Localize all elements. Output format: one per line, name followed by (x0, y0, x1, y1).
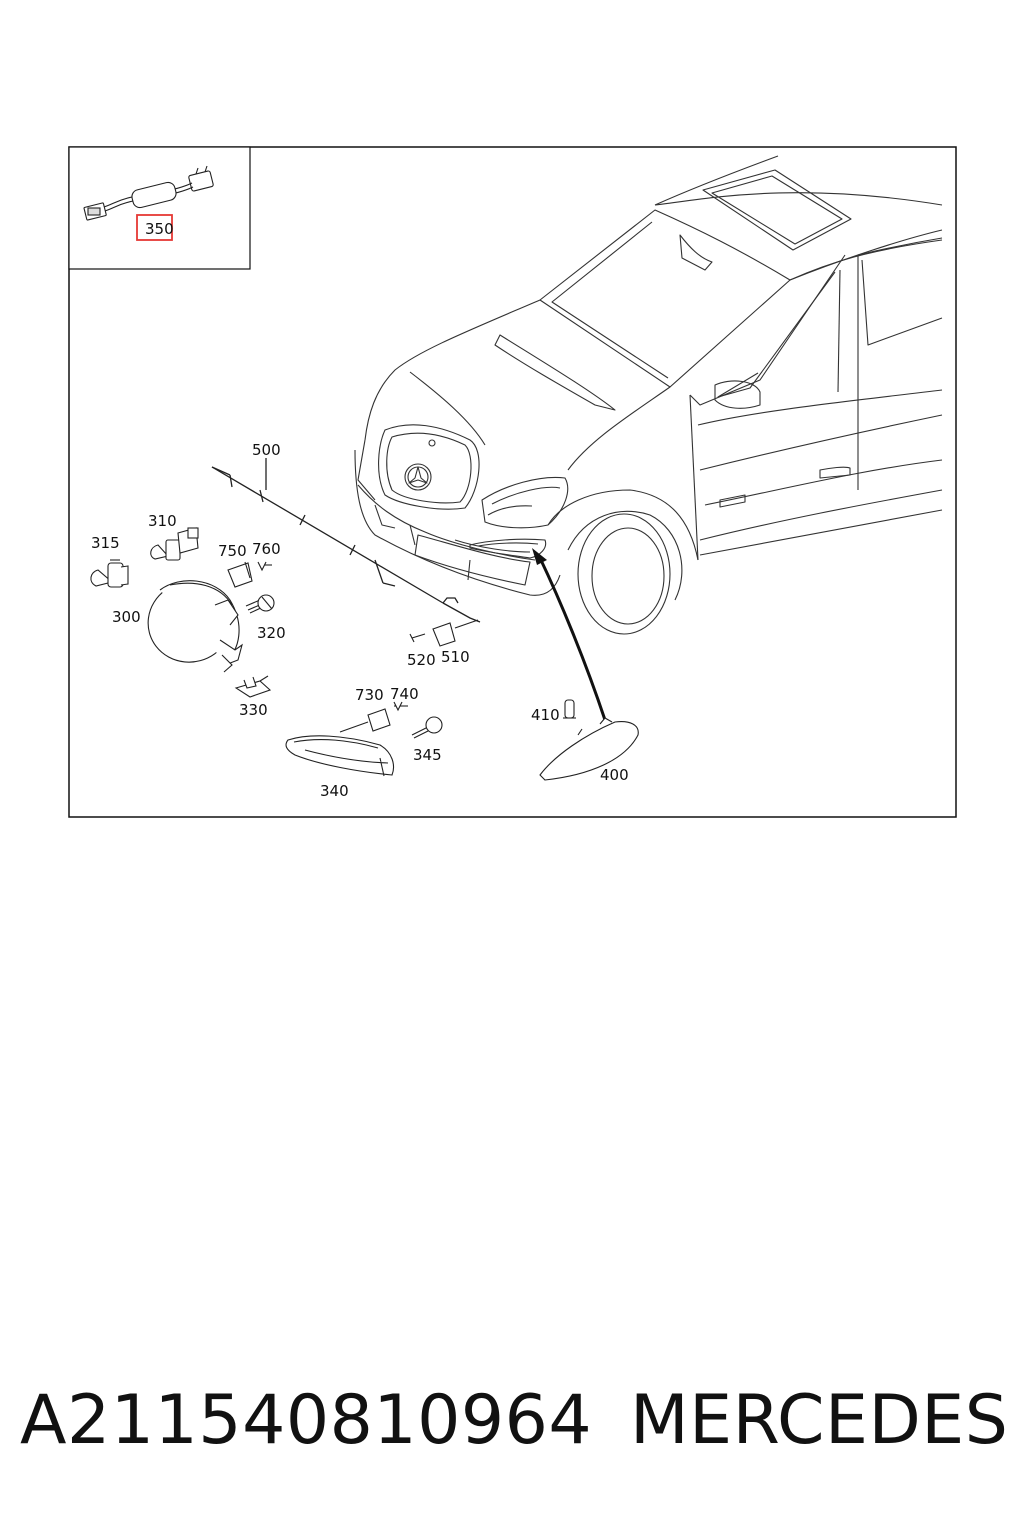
callout-310[interactable]: 310 (148, 512, 177, 530)
callout-750[interactable]: 750 (218, 542, 247, 560)
callout-760[interactable]: 760 (252, 540, 281, 558)
callout-410[interactable]: 410 (531, 706, 560, 724)
callout-300[interactable]: 300 (112, 608, 141, 626)
part-number: A211540810964 (20, 1381, 593, 1460)
arrow-bumper-to-400 (538, 557, 607, 721)
callout-330[interactable]: 330 (239, 701, 268, 719)
clip-330-illustration (234, 675, 272, 698)
connector-750-760-illustration (227, 561, 272, 588)
screw-320-illustration (245, 594, 275, 614)
parts-diagram: 350 (68, 146, 957, 818)
callout-740[interactable]: 740 (390, 685, 419, 703)
drl-lamp-340-illustration (285, 735, 395, 777)
connector-510-520-illustration (409, 619, 479, 647)
callout-500[interactable]: 500 (252, 441, 281, 459)
callout-320[interactable]: 320 (257, 624, 286, 642)
bulb-315-illustration (90, 559, 129, 588)
callout-730[interactable]: 730 (355, 686, 384, 704)
fog-lamp-300-illustration (147, 580, 243, 673)
arrow-head (532, 548, 547, 565)
wiring-adapter-illustration (83, 165, 214, 221)
screw-345-illustration (411, 716, 443, 739)
callout-510[interactable]: 510 (441, 648, 470, 666)
callout-315[interactable]: 315 (91, 534, 120, 552)
bulb-410-illustration (563, 699, 576, 719)
car-illustration (354, 155, 943, 635)
callout-345[interactable]: 345 (413, 746, 442, 764)
indicator-400-illustration (539, 717, 639, 781)
callout-400[interactable]: 400 (600, 766, 629, 784)
diagram-frame (68, 146, 957, 818)
brand-name: MERCEDES (630, 1381, 1009, 1460)
bulb-310-illustration (150, 527, 199, 561)
connector-730-740-illustration (339, 701, 408, 733)
callout-520[interactable]: 520 (407, 651, 436, 669)
callout-340[interactable]: 340 (320, 782, 349, 800)
callout-350[interactable]: 350 (145, 220, 174, 238)
callout-350-highlight[interactable] (136, 214, 173, 241)
